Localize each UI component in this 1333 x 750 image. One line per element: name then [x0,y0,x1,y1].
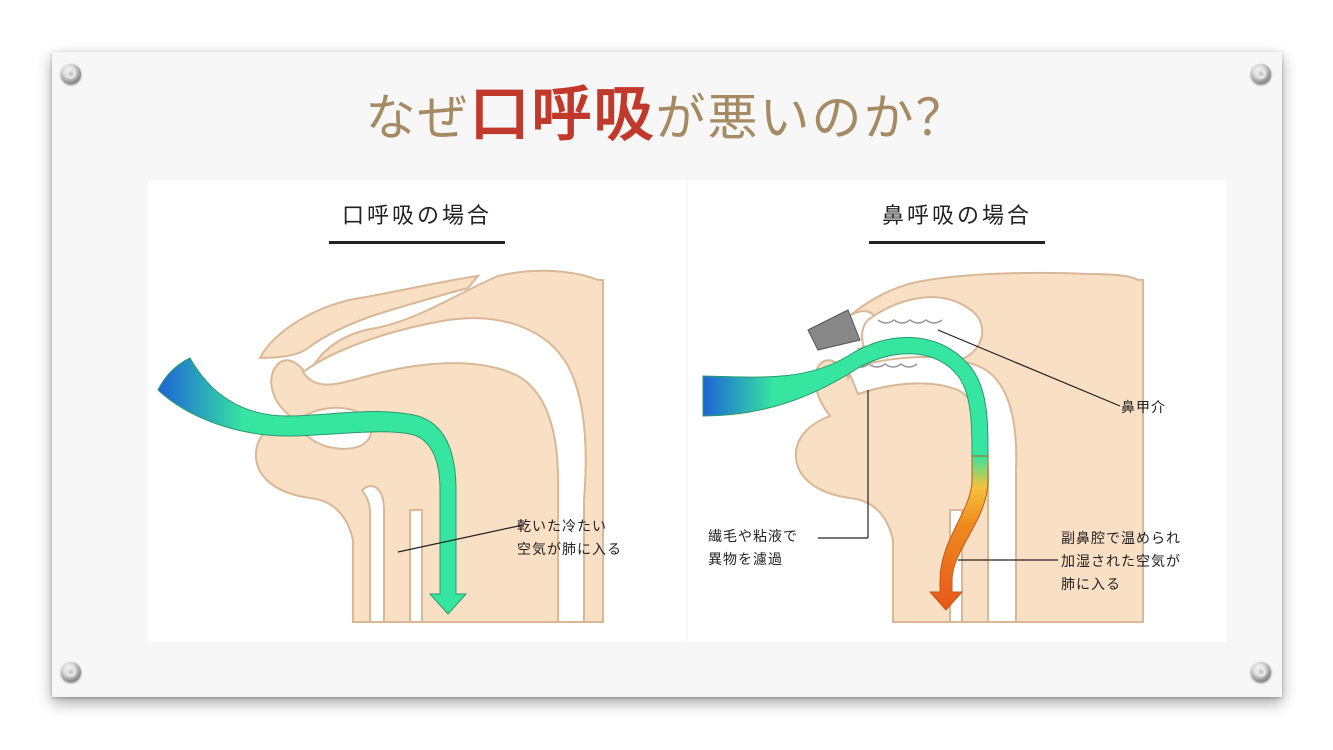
title-suffix: が悪いのか？ [655,89,968,147]
title-highlight: 口呼吸 [469,80,656,150]
title-prefix: なぜ [365,89,470,147]
mouth-breathing-diagram [157,269,604,623]
airflow-arrow [157,357,468,615]
nasal-hair [807,309,861,351]
filter-label-line1: 繊毛や粘液で [708,529,798,545]
pin-top-left-icon [61,64,81,84]
heading-underline [869,241,1045,244]
nose-breathing-panel: 鼻呼吸の場合 [688,180,1226,642]
leader-line [397,524,524,553]
filter-label-line2: 異物を濾過 [708,552,783,568]
mouth-breathing-panel: 口呼吸の場合 乾いた冷たい 空気が肺に入る [148,180,686,642]
mouth-breathing-heading: 口呼吸の場合 [341,204,492,229]
cold-dry-air-label-line2: 空気が肺に入る [517,542,622,558]
airflow-arrow-lower [928,455,989,611]
nose-breathing-heading: 鼻呼吸の場合 [881,204,1032,229]
turbinate-label: 鼻甲介 [1121,400,1166,416]
leader-lines [818,329,1121,561]
pin-bottom-left-icon [61,662,81,682]
warm-air-label-line1: 副鼻腔で温められ [1061,531,1181,547]
throat-airway [360,485,423,623]
page-title: なぜ口呼吸が悪いのか？ [0,80,1333,153]
heading-underline [329,241,505,244]
nose-breathing-diagram [702,271,1144,623]
pin-bottom-right-icon [1251,662,1271,682]
warm-air-label-line2: 加湿された空気が [1061,554,1181,570]
pin-top-right-icon [1251,64,1271,84]
warm-air-label-line3: 肺に入る [1061,577,1121,593]
cold-dry-air-label-line1: 乾いた冷たい [517,519,607,535]
